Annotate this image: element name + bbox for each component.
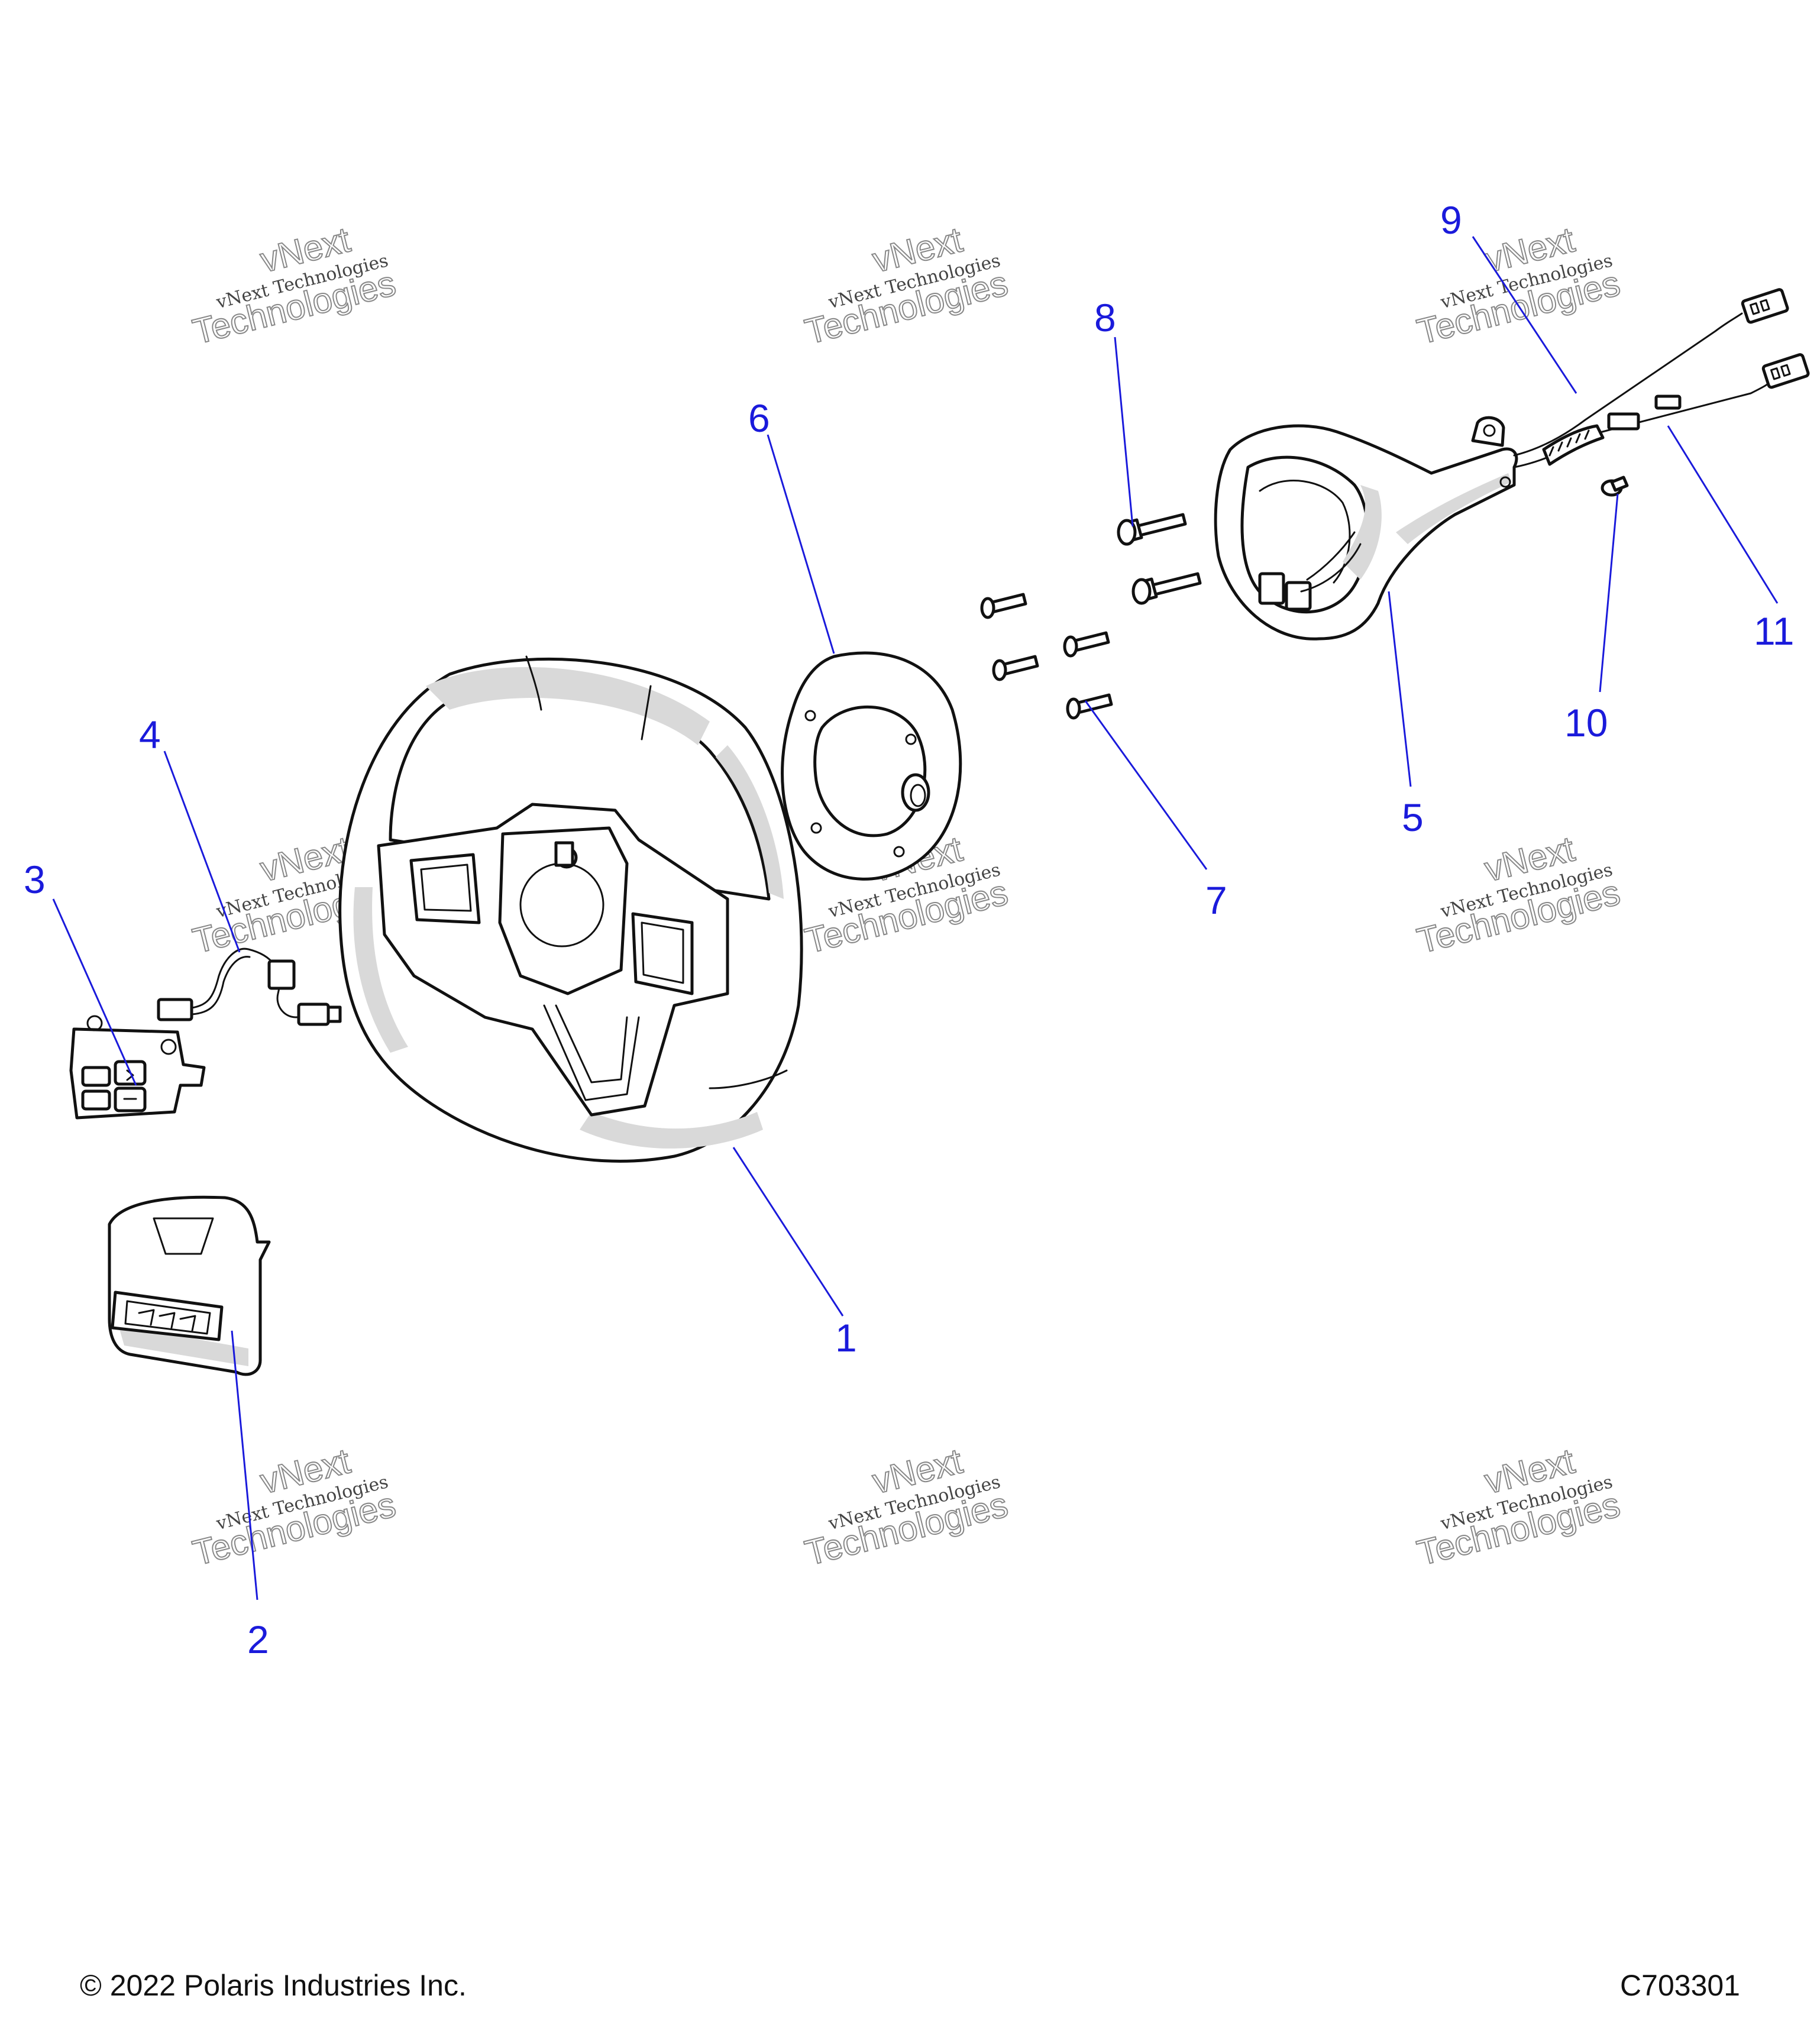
screw (1063, 631, 1110, 658)
connector (1761, 353, 1810, 389)
callout-9: 9 (1440, 198, 1462, 242)
column-housing (1214, 416, 1518, 641)
watermark: vNext vNext Technologies Technologies (800, 1440, 1012, 1573)
watermark: vNext vNext Technologies Technologies (1412, 219, 1624, 352)
screw (1066, 693, 1113, 720)
connector (1741, 288, 1789, 324)
leader-3 (52, 898, 137, 1086)
screws (980, 593, 1113, 720)
callout-3: 3 (24, 858, 46, 901)
leader-9 (1472, 236, 1577, 394)
leader-lines (52, 236, 1779, 1600)
callout-4: 4 (139, 713, 161, 756)
leader-2 (231, 1330, 258, 1600)
callout-2: 2 (247, 1618, 269, 1661)
bolt (1117, 513, 1187, 546)
center-cover (108, 1195, 271, 1376)
callout-5: 5 (1402, 795, 1424, 839)
leader-1 (732, 1147, 844, 1317)
leader-6 (767, 434, 835, 654)
callout-11: 11 (1754, 609, 1795, 653)
switch-harness (157, 947, 342, 1026)
screw (992, 655, 1039, 681)
spacer-plate (781, 651, 962, 881)
callout-8: 8 (1094, 296, 1116, 339)
watermark: vNext vNext Technologies Technologies (1412, 828, 1624, 961)
leader-4 (163, 751, 241, 953)
flange-bolts (1117, 513, 1202, 605)
callout-6: 6 (748, 396, 770, 440)
leader-11 (1667, 425, 1779, 604)
copyright-text: © 2022 Polaris Industries Inc. (80, 1969, 467, 2002)
leader-10 (1599, 493, 1619, 693)
diagram-code: C703301 (1620, 1969, 1740, 2002)
watermark: vNext vNext Technologies Technologies (188, 1440, 400, 1573)
bolt (1131, 572, 1202, 605)
small-screw (1601, 476, 1629, 497)
column-harness (1513, 288, 1810, 468)
leader-5 (1388, 591, 1412, 787)
callout-7: 7 (1205, 878, 1227, 922)
leader-8 (1114, 337, 1134, 527)
callout-1: 1 (835, 1316, 857, 1360)
watermark: vNext vNext Technologies Technologies (188, 219, 400, 352)
switch-module (69, 1015, 206, 1120)
leader-7 (1084, 700, 1208, 870)
watermark: vNext vNext Technologies Technologies (800, 219, 1012, 352)
steering-wheel (338, 655, 803, 1163)
callout-10: 10 (1564, 701, 1608, 745)
screw (980, 593, 1027, 619)
callout-numbers: 1 2 3 4 5 6 7 8 9 10 11 (24, 198, 1795, 1661)
watermark: vNext vNext Technologies Technologies (1412, 1440, 1624, 1573)
